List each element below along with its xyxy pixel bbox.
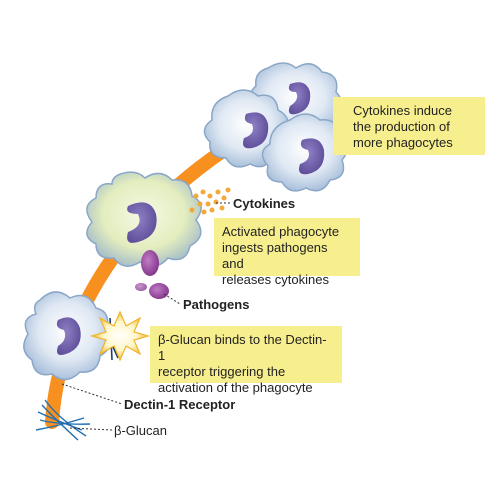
label-cytokines: Cytokines — [233, 196, 296, 211]
label-dectin-receptor: Dectin-1 Receptor — [124, 397, 236, 412]
nucleus-icon — [288, 82, 311, 115]
callout-text: Activated phagocyte ingests pathogens an… — [222, 224, 340, 287]
activated-phagocyte — [86, 171, 202, 267]
callout-glucan-binds: β-Glucan binds to the Dectin-1 receptor … — [150, 326, 342, 395]
beta-glucan-fibers — [35, 399, 91, 441]
callout-text: β-Glucan binds to the Dectin-1 receptor … — [158, 332, 327, 395]
cytokine-dots — [189, 187, 231, 215]
callout-cytokines-induce: Cytokines induce the production of more … — [333, 97, 485, 155]
nucleus-icon — [299, 138, 325, 175]
new-phagocyte-cluster — [203, 62, 349, 192]
callout-text: Cytokines induce the production of more … — [353, 103, 453, 150]
leader-lines — [61, 202, 232, 431]
pathogen-icon — [141, 250, 159, 276]
label-pathogens: Pathogens — [183, 297, 250, 312]
label-beta-glucan: β-Glucan — [114, 423, 167, 438]
nucleus-icon — [56, 317, 81, 355]
activation-burst-icon — [89, 310, 151, 362]
callout-activated-phagocyte: Activated phagocyte ingests pathogens an… — [214, 218, 360, 287]
pathogen-group — [135, 250, 169, 299]
resting-phagocyte — [23, 291, 112, 381]
nucleus-icon — [243, 112, 269, 149]
nucleus-icon — [127, 202, 157, 243]
pathogen-icon — [135, 283, 147, 291]
pathogen-icon — [149, 283, 169, 299]
